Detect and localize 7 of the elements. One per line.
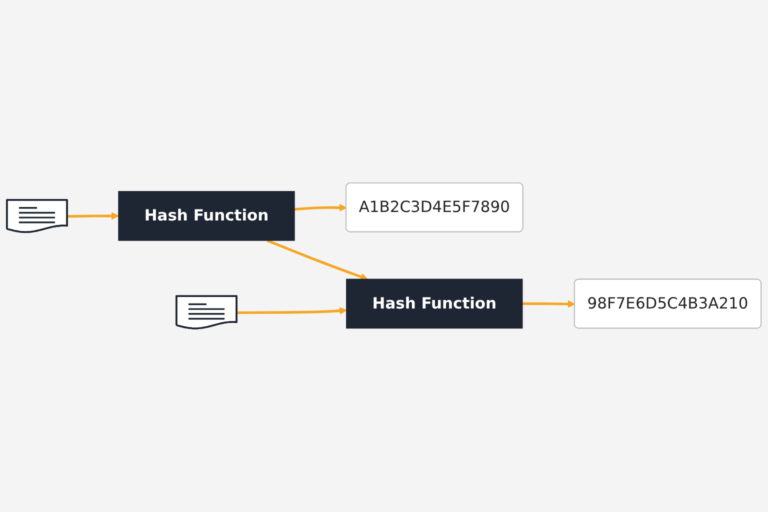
node-box: Hash Function [346,279,523,329]
arrow [266,240,368,281]
arrow [294,204,347,212]
arrow [237,307,347,315]
arrow [67,212,119,220]
arrow [522,300,576,308]
node-box: Hash Function [118,191,295,242]
